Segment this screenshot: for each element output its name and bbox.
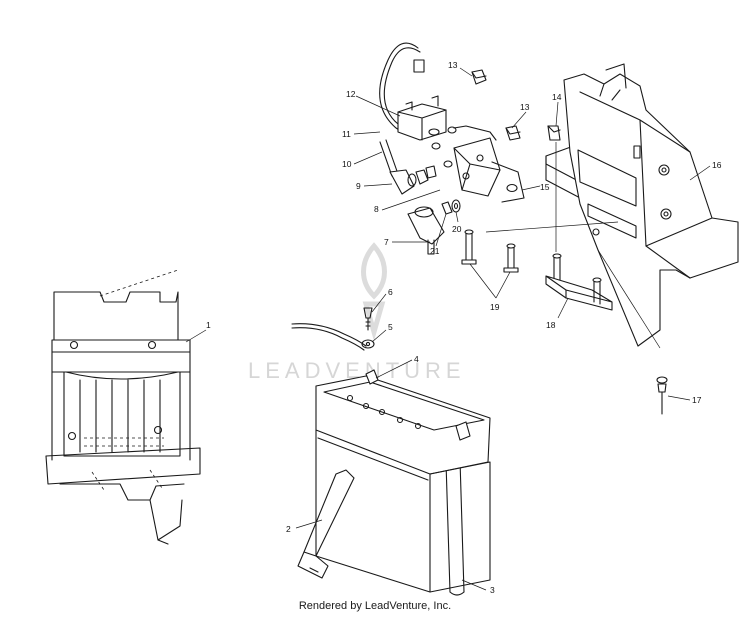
support-bracket-18 — [545, 253, 613, 311]
starter-solenoid-8 — [431, 125, 525, 203]
nut-13b — [505, 125, 521, 141]
alignment-lines — [485, 142, 661, 349]
flame-logo-icon — [361, 242, 387, 342]
callout-3: 3 — [490, 585, 495, 595]
nut-21 — [441, 201, 453, 215]
callout-9: 9 — [356, 181, 361, 191]
footer-credit: Rendered by LeadVenture, Inc. — [298, 600, 452, 612]
bolts-19 — [461, 229, 519, 273]
callout-15: 15 — [540, 182, 550, 192]
callout-8: 8 — [374, 204, 379, 214]
callout-16: 16 — [712, 160, 722, 170]
nut-14 — [547, 125, 561, 141]
callout-13: 13 — [448, 60, 458, 70]
callout-17: 17 — [692, 395, 702, 405]
relay-12 — [379, 42, 447, 141]
washer-20 — [451, 199, 461, 213]
callout-5: 5 — [388, 322, 393, 332]
rivet-17 — [656, 376, 668, 415]
callout-1: 1 — [206, 320, 211, 330]
cable-part-3 — [445, 456, 465, 596]
callout-19: 19 — [490, 302, 500, 312]
callout-11: 11 — [342, 129, 351, 139]
terminal-boot-7 — [407, 206, 445, 255]
callout-10: 10 — [342, 159, 352, 169]
frame-bracket-16 — [563, 63, 739, 347]
callout-labels: 1 2 3 4 5 6 7 8 9 10 11 12 13 13 14 15 1… — [206, 60, 722, 595]
watermark: LEADVENTURE — [248, 242, 461, 383]
callout-12: 12 — [346, 89, 356, 99]
callout-21: 21 — [430, 246, 440, 256]
callout-20: 20 — [452, 224, 462, 234]
callout-6: 6 — [388, 287, 393, 297]
battery — [315, 369, 491, 593]
starter-wire-9-10-11 — [379, 139, 437, 195]
ground-wire-assembly — [291, 307, 375, 351]
callout-leaders — [185, 67, 711, 591]
callout-18: 18 — [546, 320, 556, 330]
callout-7: 7 — [384, 237, 389, 247]
callout-4: 4 — [414, 354, 419, 364]
callout-14: 14 — [552, 92, 562, 102]
callout-2: 2 — [286, 524, 291, 534]
nut-13 — [471, 69, 487, 85]
callout-13b: 13 — [520, 102, 530, 112]
cable-part-2 — [297, 469, 355, 579]
battery-box — [45, 269, 201, 545]
